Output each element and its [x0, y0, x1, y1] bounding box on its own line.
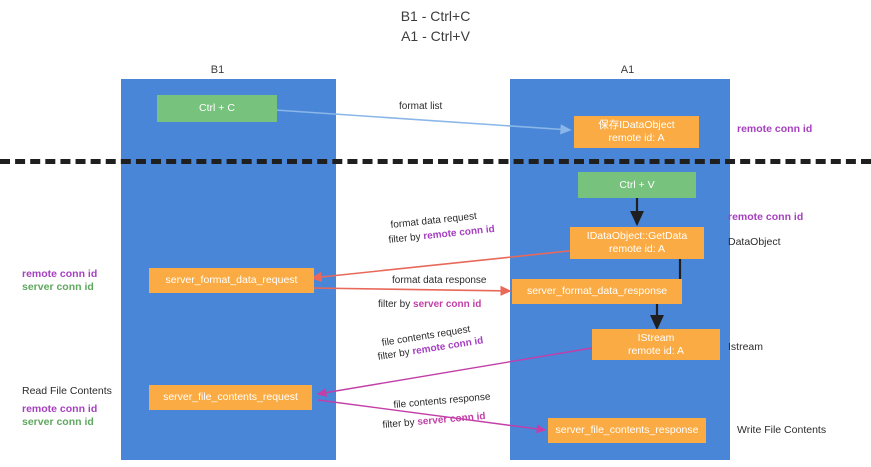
- arrow-format-list: [274, 109, 572, 135]
- diagram-title: B1 - Ctrl+C A1 - Ctrl+V: [0, 6, 871, 46]
- node-istream-line2: remote id: A: [627, 344, 685, 357]
- diagram-title-line1: B1 - Ctrl+C: [400, 8, 471, 24]
- annotation-left-server-conn-id-mid: server conn id: [22, 281, 94, 293]
- node-idataobject-store-line2: remote id: A: [608, 132, 665, 144]
- lane-header-a1-name: A1: [620, 64, 635, 76]
- node-server-format-data-response-line1: server_format_data_response: [526, 285, 668, 297]
- arrow-format-data-response: [311, 285, 512, 296]
- node-istream-line1: IStream: [637, 331, 675, 344]
- node-server-file-contents-request-line1: server_file_contents_request: [163, 391, 298, 403]
- annotation-write-file-contents: Write File Contents: [737, 424, 827, 436]
- node-ctrl-c-line1: Ctrl + C: [199, 102, 235, 114]
- node-server-file-contents-response-line1: server_file_contents_response: [555, 424, 699, 436]
- annotation-remote-conn-id-mid: remote conn id: [728, 211, 804, 223]
- node-idataobject-getdata[interactable]: IDataObject::GetData remote id: A: [570, 227, 704, 259]
- annotation-remote-conn-id-top: remote conn id: [737, 123, 813, 135]
- filter-key-server-conn-id: server conn id: [413, 299, 482, 310]
- node-server-file-contents-request[interactable]: server_file_contents_request: [149, 385, 312, 410]
- annotation-left-remote-conn-id-bottom: remote conn id: [22, 403, 98, 415]
- arrow-file-contents-request: [316, 347, 593, 398]
- arrow-file-contents-response: [317, 399, 547, 434]
- node-idataobject-store[interactable]: 保存IDataObject remote id: A: [574, 116, 699, 148]
- annotation-left-remote-conn-id-mid: remote conn id: [22, 268, 98, 280]
- filter-prefix: filter by: [378, 299, 414, 310]
- edge-label-format-list: format list: [399, 101, 443, 112]
- node-idataobject-getdata-line2: remote id: A: [608, 243, 666, 255]
- edge-label-format-data-response: format data response: [392, 275, 487, 286]
- arrow-format-data-request: [310, 249, 579, 283]
- phase-separator: [0, 159, 871, 164]
- node-idataobject-store-line1: 保存IDataObject: [598, 119, 675, 131]
- annotation-read-file-contents: Read File Contents: [22, 385, 112, 397]
- node-server-format-data-request[interactable]: server_format_data_request: [149, 268, 314, 293]
- node-ctrl-v-line1: Ctrl + V: [619, 178, 655, 191]
- annotation-istream: Istream: [728, 341, 764, 353]
- diagram-title-line2: A1 - Ctrl+V: [401, 28, 470, 44]
- node-server-file-contents-response[interactable]: server_file_contents_response: [548, 418, 706, 443]
- annotation-left-server-conn-id-bottom: server conn id: [22, 416, 94, 428]
- lane-header-b1-name: B1: [210, 64, 225, 76]
- annotation-dataobject: DataObject: [728, 236, 781, 248]
- node-ctrl-v[interactable]: Ctrl + V: [578, 172, 696, 198]
- node-server-format-data-request-line1: server_format_data_request: [165, 274, 298, 286]
- node-istream[interactable]: IStream remote id: A: [592, 329, 720, 360]
- node-idataobject-getdata-line1: IDataObject::GetData: [586, 230, 688, 242]
- node-server-format-data-response[interactable]: server_format_data_response: [512, 279, 682, 304]
- edge-label-format-data-response-filter: filter by server conn id: [378, 299, 481, 310]
- node-ctrl-c[interactable]: Ctrl + C: [157, 95, 277, 122]
